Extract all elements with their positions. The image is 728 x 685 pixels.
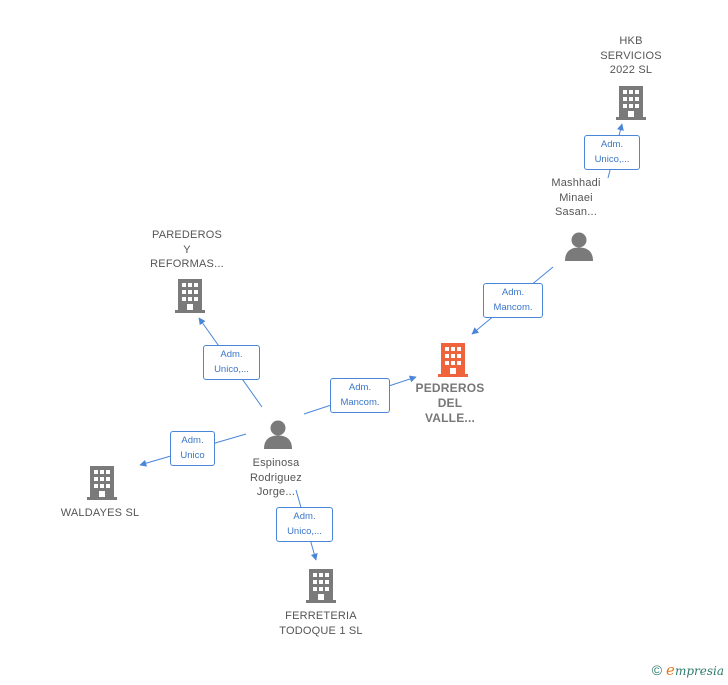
- copyright-symbol: ©: [651, 662, 663, 678]
- empresia-brand: ©empresia: [652, 661, 724, 679]
- node-label-espinosa[interactable]: Espinosa Rodriguez Jorge...: [250, 457, 302, 498]
- edge-label-mashhadi-pedreros[interactable]: Adm. Mancom.: [483, 283, 543, 318]
- node-label-paredes[interactable]: PAREDEROS Y REFORMAS...: [150, 229, 224, 270]
- node-label-mashhadi[interactable]: Mashhadi Minaei Sasan...: [551, 177, 601, 218]
- building-icon[interactable]: [87, 466, 117, 500]
- person-icon[interactable]: [264, 420, 292, 450]
- building-icon[interactable]: [306, 569, 336, 603]
- person-icon[interactable]: [565, 232, 593, 262]
- edge-label-espinosa-paredes[interactable]: Adm. Unico,...: [203, 345, 260, 380]
- edge-label-espinosa-pedreros[interactable]: Adm. Mancom.: [330, 378, 390, 413]
- node-label-ferreteria[interactable]: FERRETERIA TODOQUE 1 SL: [279, 610, 363, 637]
- building-icon[interactable]: [175, 279, 205, 313]
- edge-label-espinosa-waldayes[interactable]: Adm. Unico: [170, 431, 215, 466]
- node-label-waldayes[interactable]: WALDAYES SL: [60, 507, 140, 519]
- building-icon[interactable]: [616, 86, 646, 120]
- edge-label-espinosa-ferreteria[interactable]: Adm. Unico,...: [276, 507, 333, 542]
- building-icon[interactable]: [438, 343, 468, 377]
- node-label-pedreros[interactable]: PEDREROS DEL VALLE...: [415, 381, 485, 425]
- brand-logo-initial: e: [666, 661, 675, 679]
- brand-logo-name: mpresia: [674, 664, 724, 678]
- edge-label-mashhadi-hkb[interactable]: Adm. Unico,...: [584, 135, 640, 170]
- node-label-hkb[interactable]: HKB SERVICIOS 2022 SL: [600, 35, 662, 76]
